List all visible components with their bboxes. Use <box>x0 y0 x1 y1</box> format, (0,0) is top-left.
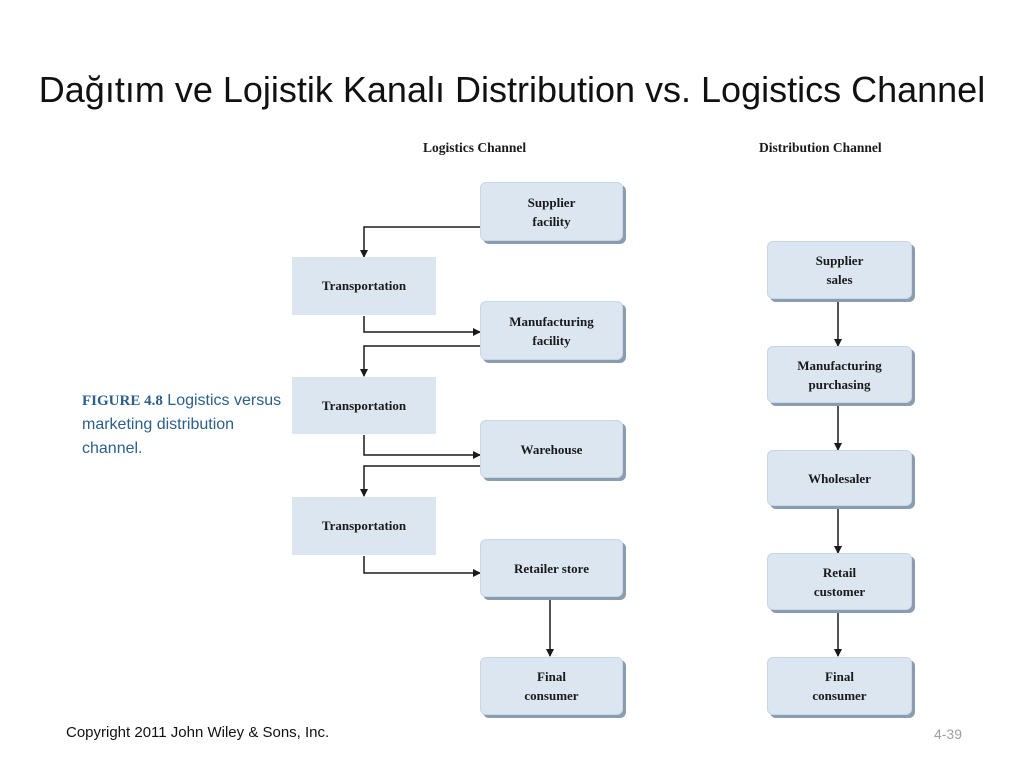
node-manufacturing-facility: Manufacturing facility <box>480 301 623 360</box>
transport-box-3: Transportation <box>292 497 436 555</box>
page-number: 4-39 <box>933 726 962 742</box>
figure-label: FIGURE 4.8 <box>82 393 163 409</box>
arrow-transport-2-to-warehouse <box>363 435 481 459</box>
slide-title: Dağıtım ve Lojistik Kanalı Distribution … <box>38 69 986 110</box>
logistics-channel-heading: Logistics Channel <box>423 140 527 155</box>
node-retailer-store: Retailer store <box>480 539 623 597</box>
node-supplier-sales: Supplier sales <box>767 241 912 299</box>
node-wholesaler: Wholesaler <box>767 450 912 506</box>
distribution-channel-heading: Distribution Channel <box>759 140 882 155</box>
node-retail-customer: Retail customer <box>767 553 912 610</box>
node-supplier-facility: Supplier facility <box>480 182 623 241</box>
figure-caption: FIGURE 4.8 Logistics versus marketing di… <box>82 389 282 461</box>
node-warehouse: Warehouse <box>480 420 623 478</box>
node-final-consumer-distribution: Final consumer <box>767 657 912 715</box>
arrow-transport-1-to-manufacturing <box>363 316 481 336</box>
transport-box-2: Transportation <box>292 377 436 434</box>
arrow-transport-3-to-retailer <box>363 556 481 577</box>
figure-caption-text: Logistics versus marketing distribution … <box>82 392 282 457</box>
node-manufacturing-purchasing: Manufacturing purchasing <box>767 346 912 403</box>
copyright-notice: Copyright 2011 John Wiley & Sons, Inc. <box>66 724 330 741</box>
transport-box-1: Transportation <box>292 257 436 315</box>
node-final-consumer-logistics: Final consumer <box>480 657 623 715</box>
arrow-supplier-to-transport-1 <box>360 226 480 258</box>
arrow-warehouse-to-transport-3 <box>360 465 480 497</box>
arrow-manufacturing-to-transport-2 <box>360 345 480 377</box>
